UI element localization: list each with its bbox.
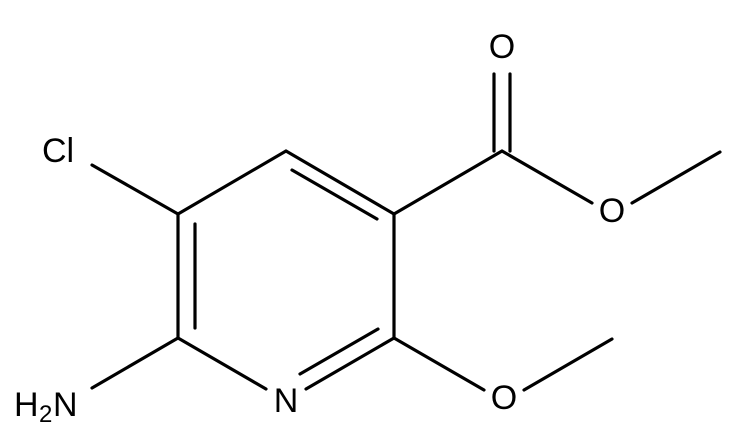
bond-n1-c2-inner (298, 327, 380, 376)
bond-n1-c2 (304, 336, 396, 391)
atom-n-ring: N (274, 382, 299, 420)
bond-c2-omethoxy (392, 336, 486, 392)
bond-c6-nh2 (90, 336, 180, 390)
atom-o-ester: O (599, 192, 625, 230)
bond-c3-ccarbonyl (392, 149, 504, 216)
bond-c4-c5 (176, 149, 288, 216)
atom-amine-n: N (53, 386, 78, 424)
bond-ccarbonyl-oester (500, 149, 594, 205)
atom-chlorine: Cl (42, 132, 74, 170)
bond-c6-n1 (176, 336, 268, 391)
atom-o-methoxy: O (491, 379, 517, 417)
bond-oester-methyl (630, 150, 722, 205)
bond-c4-c3-inner (290, 168, 379, 221)
bond-omethoxy-methyl (522, 337, 614, 392)
atom-o-carbonyl: O (489, 28, 515, 66)
atom-amine-subscript: 2 (39, 401, 52, 428)
bond-c4-c3 (284, 149, 396, 216)
atom-amine-h: H (14, 386, 39, 424)
bond-c5-cl (90, 163, 180, 216)
